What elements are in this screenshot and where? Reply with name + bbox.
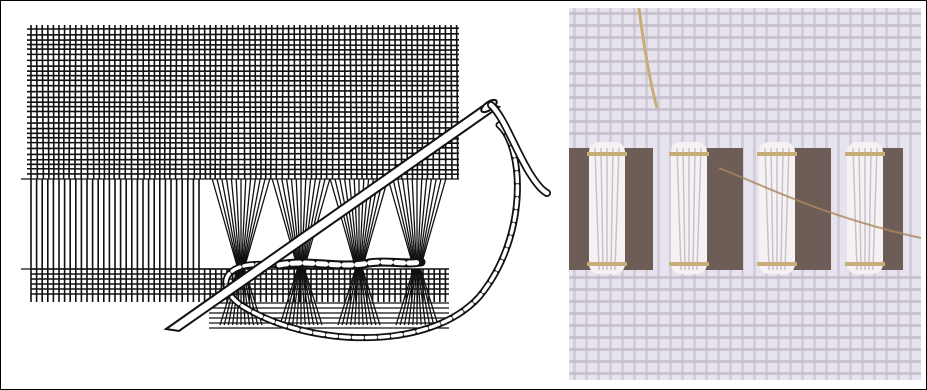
embroidery-photo: [569, 8, 921, 380]
hemstitch-illustration: [9, 7, 551, 379]
needle-drawing-icon: [9, 7, 551, 379]
embroidery-photo-icon: [569, 8, 921, 380]
